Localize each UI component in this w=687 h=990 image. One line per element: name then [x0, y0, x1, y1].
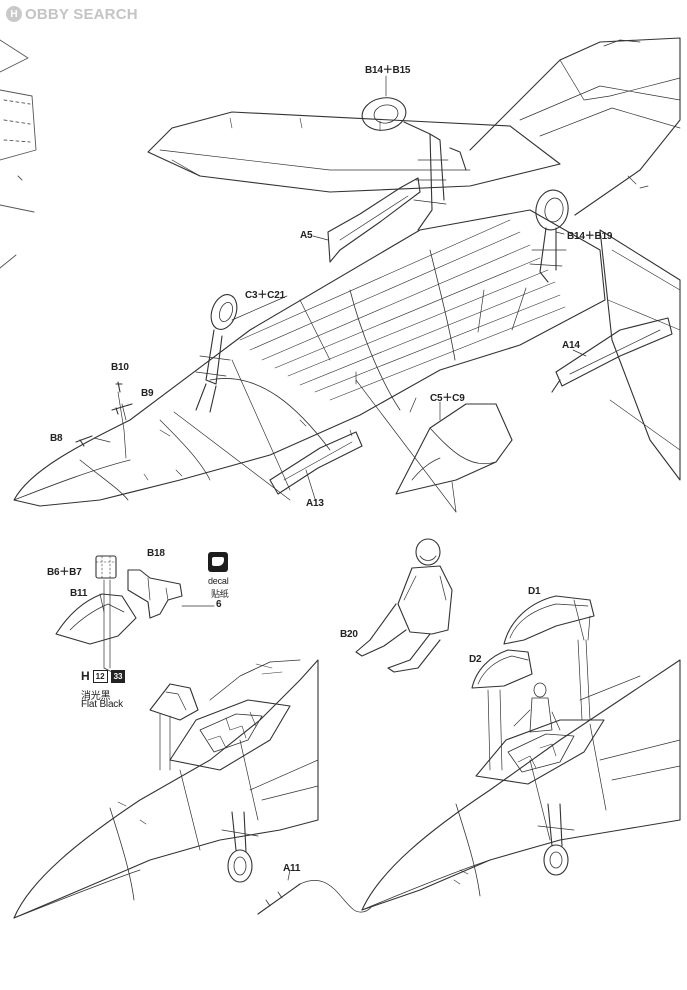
label-b14-b15: B14＋B15: [365, 65, 411, 76]
main-gear-right: [529, 189, 569, 283]
left-edge-fragment: [0, 39, 37, 269]
decal-label-zh: 贴纸: [211, 589, 229, 599]
label-c3-c21: C3＋C21: [245, 290, 285, 301]
gear-door-a14: [551, 317, 673, 393]
brand-watermark: H OBBY SEARCH: [6, 5, 138, 23]
label-b8: B8: [50, 433, 63, 444]
gear-door-a5: [327, 177, 421, 263]
paint-callout: H 12 33: [81, 669, 126, 683]
canopy-d1-d2: [471, 595, 595, 689]
decal-label-en: decal: [208, 576, 229, 586]
brand-name: OBBY SEARCH: [25, 5, 138, 23]
label-b20: B20: [340, 629, 358, 640]
paint-name-zh: 消光黑: [81, 691, 111, 702]
decal-number: 6: [216, 599, 222, 610]
label-d1: D1: [528, 586, 541, 597]
label-b9: B9: [141, 388, 154, 399]
nose-section-left: [13, 659, 319, 919]
label-b11: B11: [70, 588, 88, 599]
probe-part-a11: [257, 869, 373, 915]
label-b10: B10: [111, 362, 129, 373]
label-b14-b19: B14＋B19: [567, 231, 613, 242]
intake-cover-c5-c9: [395, 403, 513, 495]
cockpit-parts-left: [55, 555, 215, 771]
label-d2: D2: [469, 654, 482, 665]
paint-code-b: 33: [110, 669, 126, 683]
label-a13: A13: [306, 498, 324, 509]
label-b18: B18: [147, 548, 165, 559]
nose-section-right: [361, 639, 681, 911]
brand-logo-icon: H: [6, 6, 22, 22]
small-parts-b8-b10: [75, 381, 133, 447]
label-c5-c9: C5＋C9: [430, 393, 465, 404]
gear-door-a13: [269, 431, 363, 495]
assembly-guides-top: [93, 75, 587, 513]
paint-code-a: 12: [92, 669, 108, 683]
paint-name-en: Flat Black: [81, 699, 123, 710]
main-gear-left: [195, 294, 238, 413]
paint-letter: H: [81, 669, 90, 683]
label-a14: A14: [562, 340, 580, 351]
label-a5: A5: [300, 230, 313, 241]
pilot-figure: [355, 538, 453, 673]
main-gear-upper: [361, 97, 467, 231]
label-b6-b7: B6＋B7: [47, 567, 82, 578]
label-a11: A11: [283, 863, 301, 874]
decal-icon: [208, 552, 228, 572]
